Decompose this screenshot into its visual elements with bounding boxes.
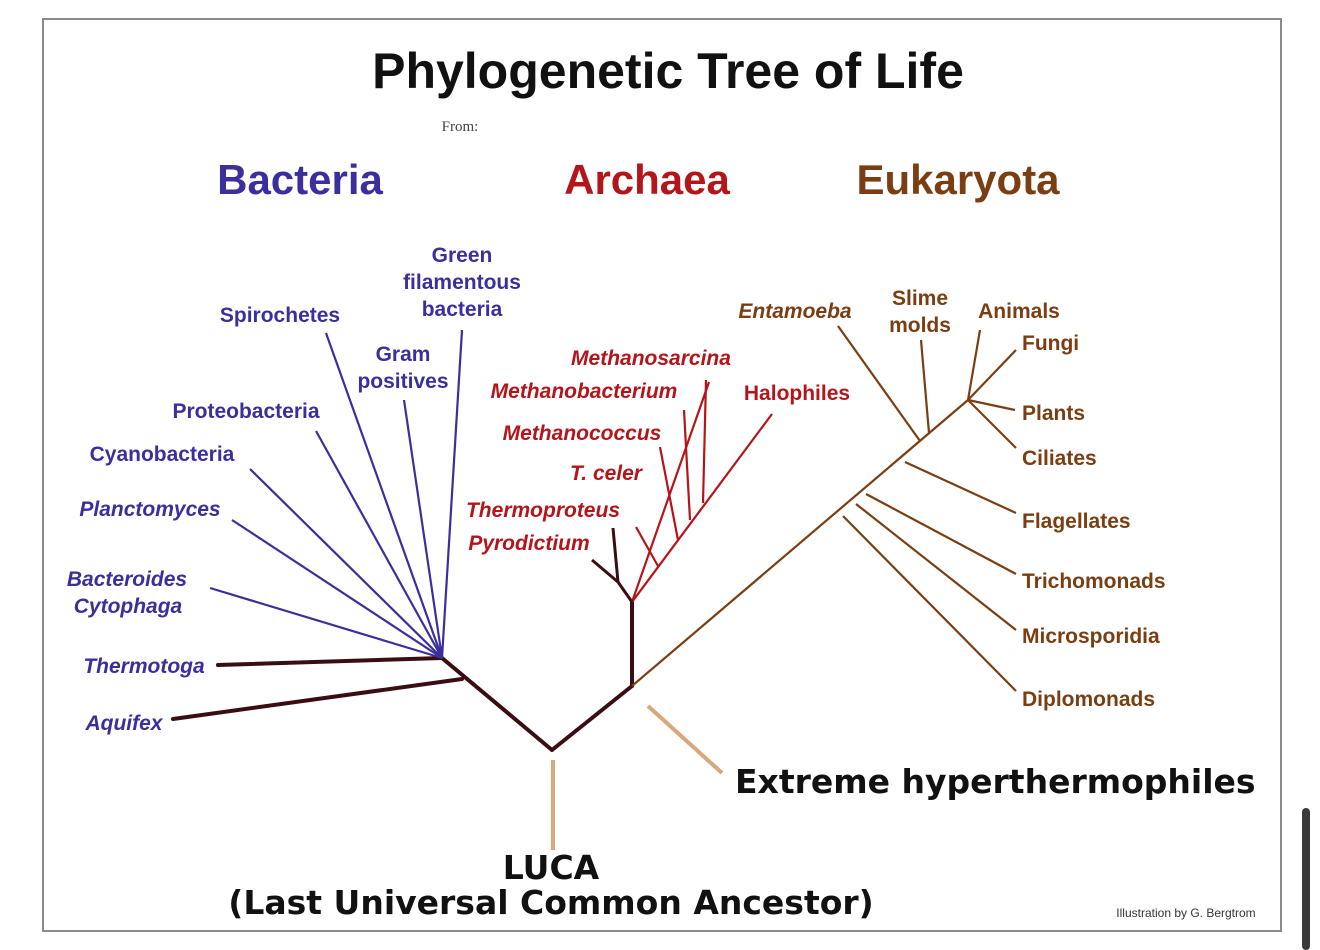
pyrodictium-branches — [591, 527, 634, 603]
leaf-gram-positives-2: positives — [357, 370, 448, 393]
leaf-t-celer: T. celer — [570, 462, 644, 485]
from-label: From: — [442, 119, 479, 135]
leaf-gram-positives-1: Gram — [376, 343, 431, 366]
leaf-bacteroides: Bacteroides — [67, 568, 187, 591]
leaf-green-filamentous-2: filamentous — [403, 271, 521, 294]
leaf-cyanobacteria: Cyanobacteria — [90, 443, 235, 466]
leaf-planctomyces: Planctomyces — [79, 498, 220, 521]
leaf-aquifex: Aquifex — [84, 712, 163, 735]
root-branches — [171, 600, 634, 752]
leaf-entamoeba: Entamoeba — [738, 300, 852, 323]
leaf-methanobacterium: Methanobacterium — [491, 380, 678, 403]
leaf-slime-molds-1: Slime — [892, 287, 948, 310]
leaf-thermoproteus: Thermoproteus — [466, 499, 620, 522]
leaf-diplomonads: Diplomonads — [1022, 688, 1155, 711]
leaf-microsporidia: Microsporidia — [1022, 625, 1160, 648]
leaf-spirochetes: Spirochetes — [220, 304, 340, 327]
domain-bacteria: Bacteria — [217, 156, 383, 203]
leaf-proteobacteria: Proteobacteria — [172, 400, 319, 423]
diagram-frame — [42, 18, 1282, 932]
domain-eukaryota: Eukaryota — [856, 156, 1060, 203]
leaf-halophiles: Halophiles — [744, 382, 850, 405]
bacteria-labels: Green filamentous bacteria Spirochetes G… — [67, 244, 521, 735]
leaf-flagellates: Flagellates — [1022, 510, 1131, 533]
diagram-title: Phylogenetic Tree of Life — [372, 43, 964, 99]
leaf-fungi: Fungi — [1022, 332, 1079, 355]
illustration-credit: Illustration by G. Bergtrom — [1116, 906, 1255, 920]
archaea-labels: Methanosarcina Methanobacterium Halophil… — [466, 347, 850, 555]
leaf-green-filamentous-1: Green — [432, 244, 493, 267]
leaf-thermotoga: Thermotoga — [83, 655, 205, 678]
leaf-pyrodictium: Pyrodictium — [468, 532, 589, 555]
leaf-plants: Plants — [1022, 402, 1085, 425]
leaf-green-filamentous-3: bacteria — [422, 298, 503, 321]
leaf-trichomonads: Trichomonads — [1022, 570, 1166, 593]
leaf-cytophaga: Cytophaga — [74, 595, 183, 618]
leaf-methanosarcina: Methanosarcina — [571, 347, 731, 370]
leaf-methanococcus: Methanococcus — [503, 422, 662, 445]
annotation-extreme-hyperthermophiles: Extreme hyperthermophiles — [735, 762, 1256, 801]
extreme-pointer — [646, 704, 724, 775]
domain-archaea: Archaea — [564, 156, 730, 203]
eukaryota-branches — [631, 325, 1017, 692]
scrollbar[interactable] — [1302, 808, 1310, 950]
annotation-luca-full: (Last Universal Common Ancestor) — [228, 883, 874, 922]
archaea-branches — [630, 379, 773, 603]
leaf-slime-molds-2: molds — [889, 314, 951, 337]
bacteria-branches — [209, 329, 464, 660]
leaf-ciliates: Ciliates — [1022, 447, 1097, 470]
leaf-animals: Animals — [978, 300, 1060, 323]
annotation-luca: LUCA — [503, 848, 600, 887]
eukaryota-labels: Entamoeba Slime molds Animals Fungi Plan… — [738, 287, 1165, 711]
